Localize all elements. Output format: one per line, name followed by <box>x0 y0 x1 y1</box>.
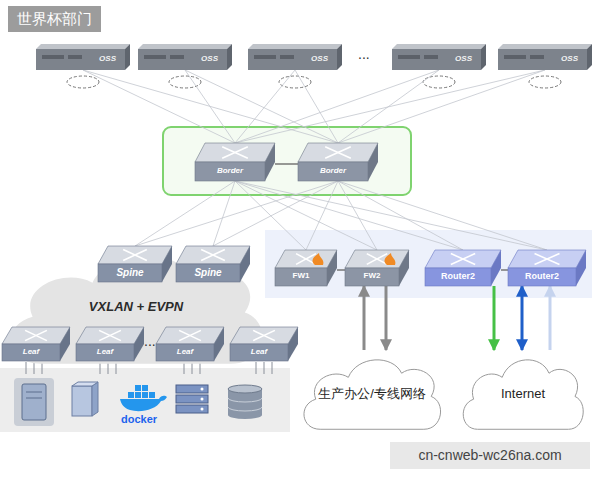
connector <box>493 286 496 350</box>
connector <box>135 181 338 246</box>
storage-server: OSS <box>248 44 342 70</box>
node-label: OSS <box>201 55 218 64</box>
border-group-box <box>163 127 411 195</box>
connector <box>338 181 547 250</box>
node-label: FW1 <box>293 272 310 281</box>
firewall-shape <box>275 250 337 286</box>
server-icon <box>72 382 98 416</box>
node-label: 生产办公/专线网络 <box>318 387 426 401</box>
watermark: cn-cnweb-wc26na.com <box>390 442 590 469</box>
storage-server: OSS <box>392 44 486 70</box>
node-label: Border <box>320 167 346 176</box>
storage-icon <box>228 385 262 419</box>
connector <box>337 269 345 270</box>
connector <box>338 70 545 143</box>
connector <box>549 286 552 350</box>
ellipsis: ... <box>358 46 370 63</box>
connector <box>295 70 338 143</box>
connector <box>501 269 508 270</box>
connector <box>521 286 524 350</box>
node-label: Leaf <box>23 348 39 357</box>
node-label: OSS <box>99 55 116 64</box>
edge-zone-band <box>265 230 592 298</box>
connector <box>275 163 298 164</box>
border-switch: Border <box>195 143 275 181</box>
node-label: OSS <box>455 55 472 64</box>
connector <box>235 181 463 250</box>
connector <box>83 70 338 143</box>
connector <box>235 70 545 143</box>
leaf-switch: Leaf <box>2 327 70 361</box>
node-label: Internet <box>501 387 545 401</box>
border-switch: Border <box>298 143 378 181</box>
node-label: FW2 <box>364 272 381 281</box>
node-label: OSS <box>311 55 328 64</box>
firewall-shape <box>345 250 409 286</box>
border-switch-shape <box>298 143 378 181</box>
node-label: Leaf <box>251 348 267 357</box>
docker-label: docker <box>121 413 157 426</box>
node-label: Router2 <box>525 272 559 282</box>
connector <box>235 181 377 250</box>
connector <box>135 181 235 246</box>
network-cloud: Internet <box>458 350 588 432</box>
connector <box>213 181 338 246</box>
connector <box>83 70 235 143</box>
connector <box>338 181 463 250</box>
tower-server-icon <box>14 378 54 426</box>
storage-server: OSS <box>36 44 130 70</box>
connector <box>385 286 388 350</box>
firewall: FW2 <box>345 250 409 286</box>
docker-icon <box>120 385 167 411</box>
ellipsis: ... <box>144 333 156 350</box>
spine-switch: Spine <box>98 246 172 282</box>
leaf-switch: Leaf <box>156 327 224 361</box>
border-switch-shape <box>195 143 275 181</box>
host-strip <box>0 368 290 432</box>
network-cloud: 生产办公/专线网络 <box>298 350 446 432</box>
node-label: Border <box>217 167 243 176</box>
watermark: 世界杯部门 <box>8 6 101 32</box>
connector <box>235 181 547 250</box>
node-label: VXLAN + EVPN <box>89 300 183 314</box>
node-label: Leaf <box>177 348 193 357</box>
firewall: FW1 <box>275 250 337 286</box>
router: Router2 <box>425 250 501 286</box>
node-label: Spine <box>194 267 221 278</box>
connector <box>185 70 235 143</box>
port-ellipses <box>67 76 561 88</box>
leaf-switch: Leaf <box>230 327 298 361</box>
leaf-downlinks <box>26 362 272 374</box>
storage-server: OSS <box>138 44 232 70</box>
connector <box>185 70 338 143</box>
connector <box>363 286 366 350</box>
spine-switch: Spine <box>176 246 250 282</box>
rack-server-icon <box>176 385 208 413</box>
node-label: Router2 <box>441 272 475 282</box>
leaf-switch: Leaf <box>76 327 144 361</box>
connector <box>306 181 338 250</box>
node-label: Leaf <box>97 348 113 357</box>
node-label: OSS <box>561 55 578 64</box>
node-label: Spine <box>116 267 143 278</box>
router: Router2 <box>508 250 586 286</box>
storage-server: OSS <box>498 44 592 70</box>
connector <box>235 70 439 143</box>
